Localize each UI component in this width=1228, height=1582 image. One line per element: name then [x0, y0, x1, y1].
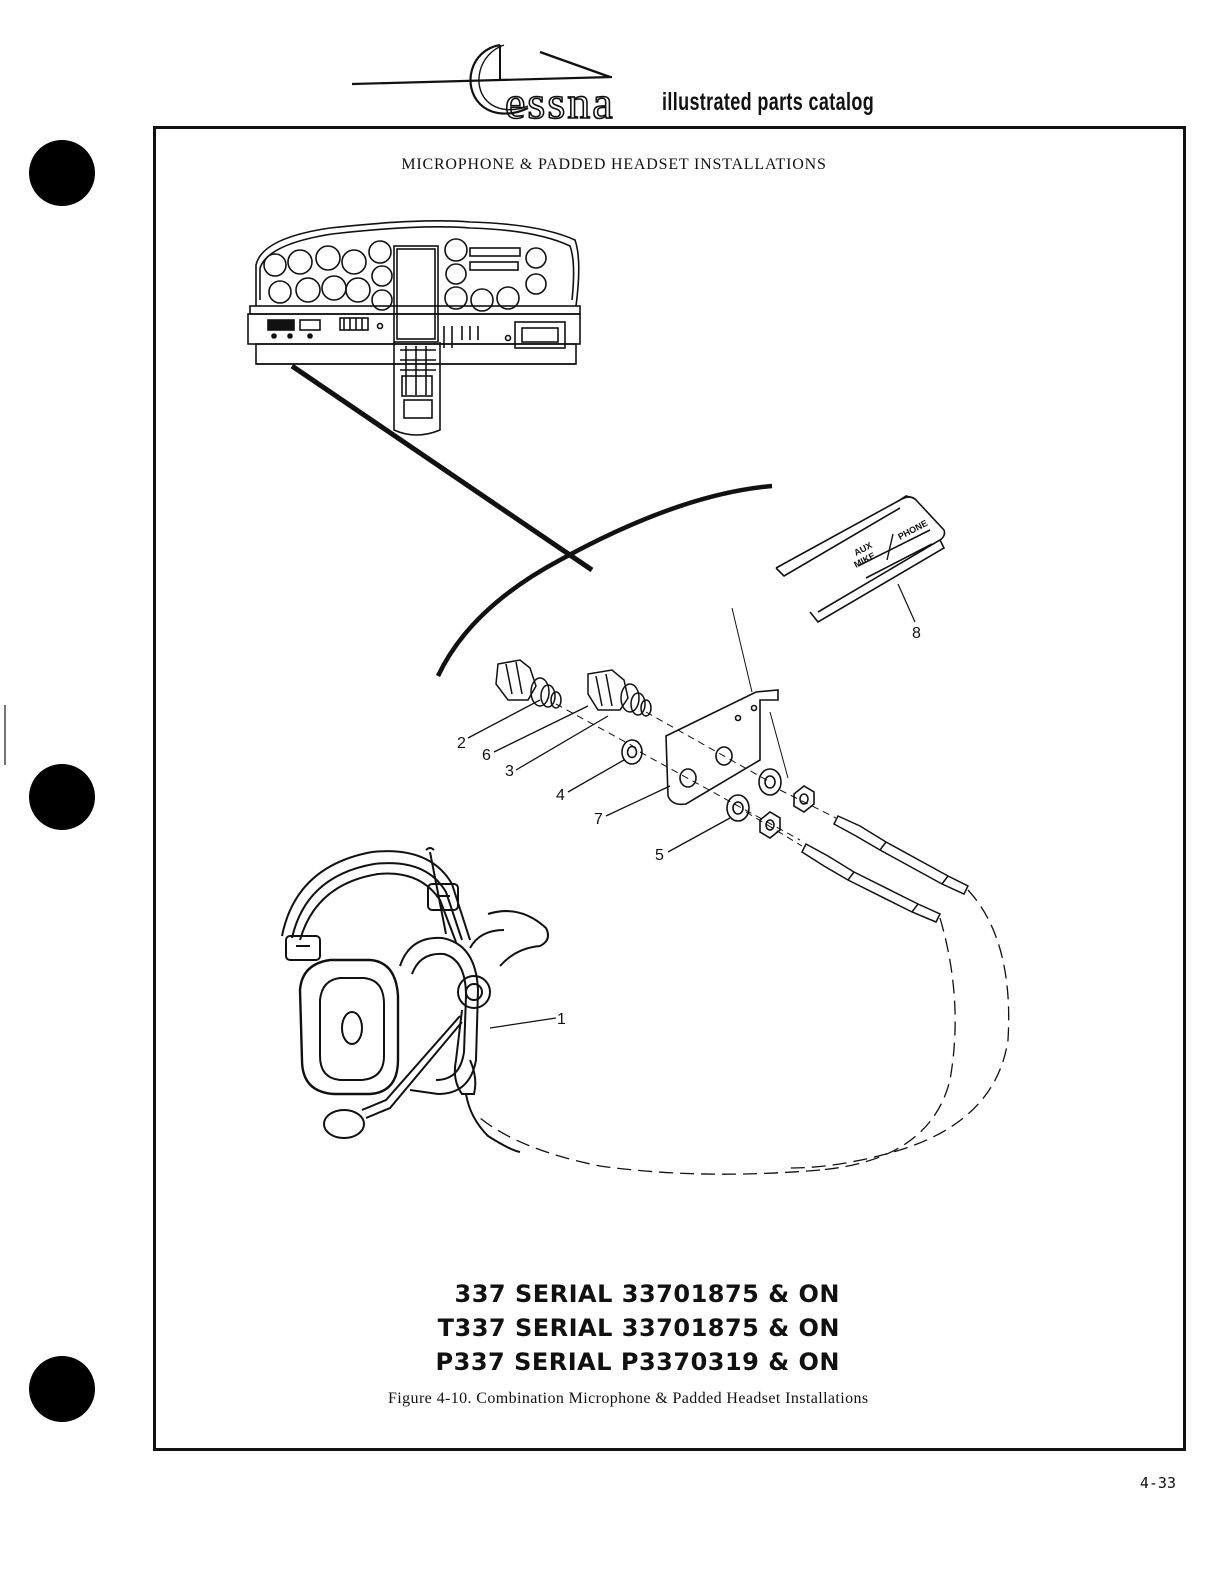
washers-and-nuts — [622, 740, 814, 838]
detail-leader — [292, 366, 772, 676]
callout-2: 2 — [457, 735, 466, 752]
callout-1: 1 — [557, 1011, 566, 1028]
callout-4: 4 — [556, 787, 565, 804]
page-number: 4-33 — [1140, 1474, 1176, 1492]
figure-caption: Figure 4-10. Combination Microphone & Pa… — [388, 1390, 869, 1408]
headset-plugs — [802, 816, 968, 922]
instrument-panel-drawing — [248, 221, 580, 435]
callout-5: 5 — [655, 847, 664, 864]
jack-assemblies — [496, 660, 651, 716]
serial-effectivity-p337: P337 SERIAL P3370319 & ON — [436, 1348, 840, 1376]
callout-8: 8 — [912, 625, 921, 642]
callout-3: 3 — [505, 763, 514, 780]
headset-cords — [480, 890, 1009, 1174]
callout-6: 6 — [482, 747, 491, 764]
callout-leaders — [468, 700, 730, 1028]
callout-7: 7 — [594, 811, 603, 828]
padded-headset-drawing — [282, 848, 548, 1152]
serial-effectivity-337: 337 SERIAL 33701875 & ON — [455, 1280, 841, 1308]
mounting-bracket — [666, 690, 778, 804]
serial-effectivity-t337: T337 SERIAL 33701875 & ON — [438, 1314, 840, 1342]
